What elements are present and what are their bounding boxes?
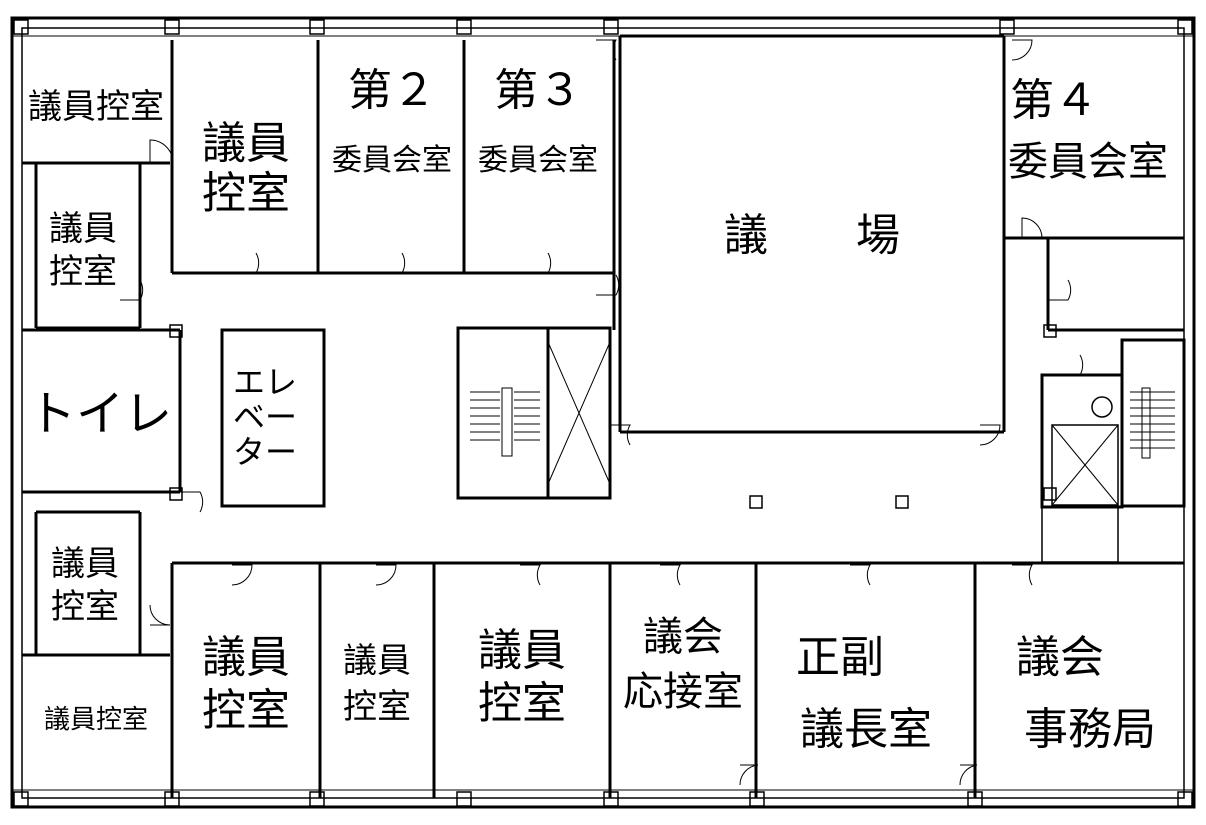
label-giin-hikae-d-1: 議員: [202, 632, 290, 683]
label-giin-hikae-c-2: 控室: [51, 587, 119, 627]
doors: [120, 39, 1084, 786]
label-giin-hikae-c-1: 議員: [51, 544, 119, 584]
label-iinkai-3-2: 委員会室: [478, 143, 598, 178]
label-gikai-jimukyoku-2: 事務局: [1024, 704, 1156, 755]
stair-treads: [470, 387, 1175, 459]
label-giin-hikae-e-1: 議員: [343, 641, 411, 681]
label-giin-hikae-bottom-left: 議員控室: [44, 705, 148, 735]
interior-walls: [22, 34, 1186, 798]
label-gijo: 議 場: [724, 210, 900, 261]
label-iinkai-2-1: 第２: [348, 65, 436, 116]
label-giin-hikae-f-2: 控室: [478, 678, 566, 729]
label-iinkai-2-2: 委員会室: [332, 143, 452, 178]
label-fuku-gicho-1: 正副: [796, 632, 884, 683]
label-fuku-gicho-2: 議長室: [800, 704, 932, 755]
room-labels: 議員控室 議員 控室 議員 控室 第２ 委員会室 第３ 委員会室 議 場 第４ …: [28, 65, 1168, 755]
label-gikai-jimukyoku-1: 議会: [1016, 632, 1104, 683]
label-elevator-2: ベー: [233, 398, 297, 436]
label-gikai-ousetsu-1: 議会: [643, 614, 723, 660]
label-giin-hikae-top-left: 議員控室: [28, 87, 164, 127]
label-giin-hikae-b-2: 控室: [202, 168, 290, 219]
label-giin-hikae-f-1: 議員: [478, 625, 566, 676]
label-toilet: トイレ: [28, 386, 172, 442]
label-giin-hikae-e-2: 控室: [343, 687, 411, 727]
label-giin-hikae-a-1: 議員: [49, 209, 117, 249]
label-giin-hikae-d-2: 控室: [202, 685, 290, 736]
columns: [13, 19, 1193, 807]
label-elevator-1: エレ: [233, 363, 297, 401]
label-giin-hikae-b-1: 議員: [202, 118, 290, 169]
label-iinkai-4-1: 第４: [1010, 75, 1098, 126]
label-iinkai-4-2: 委員会室: [1008, 139, 1168, 185]
label-iinkai-3-1: 第３: [494, 65, 582, 116]
exterior-walls: [10, 16, 1196, 809]
label-elevator-3: ター: [233, 433, 297, 471]
label-gikai-ousetsu-2: 応接室: [623, 669, 743, 715]
label-giin-hikae-a-2: 控室: [49, 252, 117, 292]
